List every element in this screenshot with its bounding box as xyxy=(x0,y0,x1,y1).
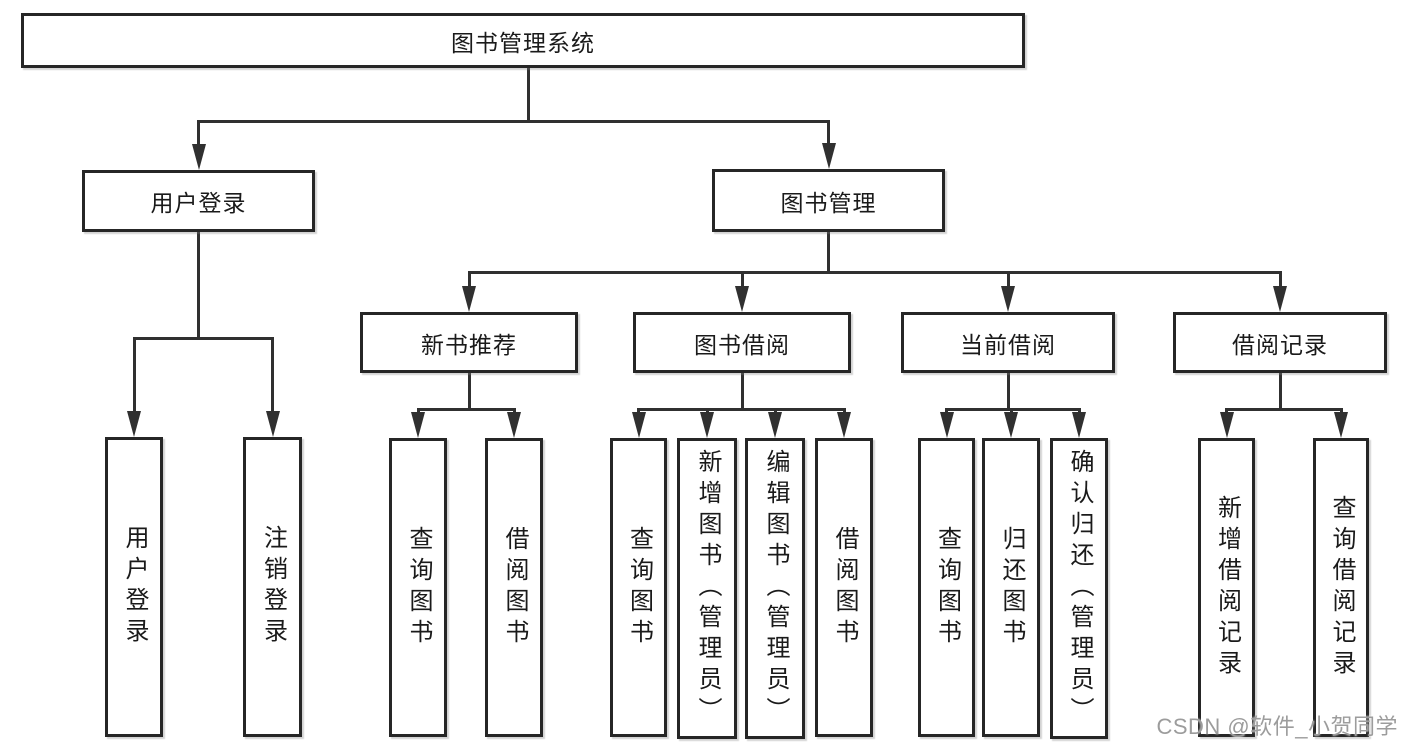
connector-stem xyxy=(526,68,530,123)
arrowhead-down-icon xyxy=(1004,412,1018,438)
connector-branch xyxy=(1225,408,1343,411)
node-label: 注销登录 xyxy=(259,525,287,649)
arrowhead-down-icon xyxy=(127,411,141,437)
node-borrow-records: 借阅记录 xyxy=(1173,312,1387,373)
node-leaf-add-record: 新增借阅记录 xyxy=(1198,438,1255,737)
node-label: 查询图书 xyxy=(405,525,432,650)
node-label: 图书管理系统 xyxy=(451,29,595,56)
node-label: 查询图书 xyxy=(933,525,961,650)
node-book-mgmt: 图书管理 xyxy=(712,169,945,232)
node-label: 确认归还（管理员） xyxy=(1066,449,1093,728)
node-leaf-query-record: 查询借阅记录 xyxy=(1313,438,1369,737)
node-label: 图书管理 xyxy=(780,189,877,216)
arrowhead-down-icon xyxy=(1273,286,1287,312)
node-leaf-confirm-return: 确认归还（管理员） xyxy=(1050,438,1108,739)
connector-drop xyxy=(197,120,200,160)
connector-branch xyxy=(637,408,846,411)
arrowhead-down-icon xyxy=(191,144,206,170)
arrowhead-down-icon xyxy=(1219,412,1234,438)
arrowhead-down-icon xyxy=(939,412,954,438)
arrowhead-down-icon xyxy=(837,412,851,438)
arrowhead-down-icon xyxy=(1334,412,1348,438)
connector-branch xyxy=(467,271,1282,274)
node-label: 借阅图书 xyxy=(831,525,858,650)
node-label: 编辑图书（管理员） xyxy=(762,449,789,728)
arrowhead-down-icon xyxy=(462,286,476,312)
node-label: 借阅图书 xyxy=(501,525,528,650)
node-leaf-borrow-book-1: 借阅图书 xyxy=(485,438,543,737)
connector-branch xyxy=(945,408,1081,411)
node-leaf-add-book: 新增图书（管理员） xyxy=(677,438,737,739)
node-label: 新书推荐 xyxy=(421,331,517,358)
node-label: 新增借阅记录 xyxy=(1213,494,1241,681)
connector-branch xyxy=(132,337,274,340)
node-leaf-borrow-book-2: 借阅图书 xyxy=(815,438,873,737)
node-label: 用户登录 xyxy=(121,525,148,649)
connector-stem xyxy=(827,232,830,274)
arrowhead-down-icon xyxy=(631,412,646,438)
node-label: 当前借阅 xyxy=(960,331,1056,358)
node-label: 图书借阅 xyxy=(694,331,790,358)
connector-branch xyxy=(416,408,516,411)
node-current-borrow: 当前借阅 xyxy=(901,312,1115,373)
connector-drop xyxy=(132,337,136,427)
arrowhead-down-icon xyxy=(700,412,714,438)
arrowhead-down-icon xyxy=(507,412,521,438)
node-leaf-return-book: 归还图书 xyxy=(982,438,1040,737)
node-leaf-query-book-3: 查询图书 xyxy=(918,438,975,737)
node-root: 图书管理系统 xyxy=(21,13,1025,68)
connector-stem xyxy=(740,373,744,411)
arrowhead-down-icon xyxy=(1001,286,1015,312)
node-leaf-logout: 注销登录 xyxy=(243,437,302,737)
node-leaf-user-login: 用户登录 xyxy=(105,437,163,737)
node-book-borrow: 图书借阅 xyxy=(633,312,851,373)
arrowhead-down-icon xyxy=(411,412,425,438)
connector-branch xyxy=(197,120,830,123)
node-label: 归还图书 xyxy=(998,525,1025,650)
node-label: 查询图书 xyxy=(625,525,653,650)
arrowhead-down-icon xyxy=(821,143,836,169)
node-leaf-query-book-2: 查询图书 xyxy=(610,438,667,737)
arrowhead-down-icon xyxy=(735,286,749,312)
connector-drop xyxy=(271,337,274,427)
node-leaf-edit-book: 编辑图书（管理员） xyxy=(745,438,805,739)
connector-stem xyxy=(1278,373,1282,411)
connector-stem xyxy=(1006,373,1010,411)
node-label: 新增图书（管理员） xyxy=(694,449,721,728)
connector-drop xyxy=(827,120,830,159)
node-new-book-rec: 新书推荐 xyxy=(360,312,578,373)
node-label: 查询借阅记录 xyxy=(1328,494,1355,681)
node-leaf-query-book-1: 查询图书 xyxy=(389,438,447,737)
watermark: CSDN @软件_小贺同学 xyxy=(1156,714,1398,739)
connector-stem xyxy=(197,232,200,340)
node-label: 借阅记录 xyxy=(1232,331,1328,358)
node-user-login: 用户登录 xyxy=(82,170,315,232)
connector-stem xyxy=(467,373,471,411)
node-label: 用户登录 xyxy=(150,190,247,216)
arrowhead-down-icon xyxy=(1072,412,1086,438)
arrowhead-down-icon xyxy=(768,412,782,438)
arrowhead-down-icon xyxy=(265,411,280,437)
